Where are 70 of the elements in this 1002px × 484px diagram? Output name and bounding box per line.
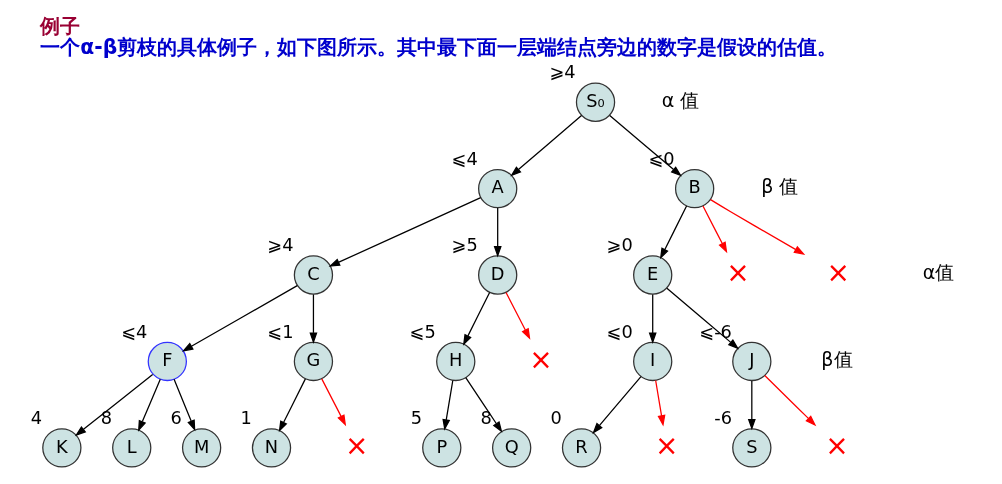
node-text: × bbox=[826, 256, 850, 290]
node-circle: F bbox=[147, 341, 187, 382]
arrow bbox=[654, 379, 665, 427]
node-label: ⩾5 bbox=[451, 234, 478, 256]
arrow bbox=[462, 291, 490, 346]
arrow bbox=[172, 378, 195, 432]
arrow bbox=[441, 379, 453, 431]
arrow bbox=[137, 378, 161, 432]
arrow bbox=[509, 114, 582, 177]
arrow bbox=[763, 374, 816, 427]
node-circle: B bbox=[674, 168, 714, 209]
node-circle: S bbox=[731, 428, 771, 468]
node-text: × bbox=[725, 256, 750, 290]
node-text: × bbox=[824, 428, 849, 462]
node-label: ⩽4 bbox=[451, 147, 478, 169]
node-label: ⩾4 bbox=[548, 61, 576, 83]
arrow bbox=[308, 293, 317, 344]
node-circle: E bbox=[632, 255, 672, 295]
node-circle: S₀ bbox=[575, 82, 615, 122]
arrow bbox=[747, 380, 756, 431]
node-label: ⩽4 bbox=[120, 320, 147, 342]
node-circle: C bbox=[293, 255, 333, 295]
arrow bbox=[181, 284, 298, 352]
label: α 值 bbox=[661, 88, 699, 111]
node-circle: K bbox=[41, 428, 82, 468]
arrow bbox=[608, 114, 682, 177]
node-circle: R bbox=[561, 428, 601, 468]
arrow bbox=[464, 377, 502, 433]
node-text: × bbox=[528, 342, 553, 376]
node-circle: Q bbox=[491, 428, 531, 468]
arrow bbox=[278, 378, 306, 433]
node-circle: H bbox=[435, 341, 475, 382]
node-circle: P bbox=[421, 428, 461, 468]
node-label: -6 bbox=[713, 406, 732, 428]
arrow bbox=[701, 205, 727, 254]
node-label: 8 bbox=[480, 406, 492, 428]
node-circle: M bbox=[181, 428, 221, 468]
node-label: 5 bbox=[410, 406, 422, 428]
node-label: ⩽1 bbox=[266, 320, 294, 342]
node-label: ⩾0 bbox=[606, 234, 633, 256]
arrow bbox=[659, 205, 687, 260]
node-circle: N bbox=[251, 428, 291, 468]
node-label: ⩽5 bbox=[409, 320, 436, 342]
arrow bbox=[328, 197, 481, 267]
label: β值 bbox=[820, 347, 853, 370]
node-label: 6 bbox=[170, 406, 182, 428]
node-circle: L bbox=[111, 428, 151, 468]
arrow bbox=[320, 378, 346, 427]
node-label: 8 bbox=[100, 406, 112, 428]
node-label: 0 bbox=[549, 406, 562, 428]
arrow bbox=[591, 375, 642, 434]
arrow bbox=[493, 207, 502, 258]
label: β 值 bbox=[760, 175, 798, 198]
arrow bbox=[504, 291, 530, 340]
label: α值 bbox=[922, 261, 954, 284]
arrow bbox=[648, 293, 657, 344]
node-label: 1 bbox=[239, 406, 252, 428]
node-text: × bbox=[344, 428, 368, 462]
node-circle: A bbox=[477, 168, 517, 209]
node-circle: J bbox=[731, 341, 771, 382]
arrow bbox=[665, 287, 739, 350]
node-label: ⩽0 bbox=[606, 320, 633, 342]
node-circle: G bbox=[293, 341, 333, 382]
arrow bbox=[74, 373, 153, 437]
node-circle: D bbox=[477, 255, 517, 295]
node-label: ⩾4 bbox=[266, 234, 294, 256]
arrow bbox=[709, 199, 805, 255]
node-label: 4 bbox=[30, 406, 42, 428]
node-text: × bbox=[654, 428, 678, 462]
node-circle: I bbox=[632, 341, 672, 382]
